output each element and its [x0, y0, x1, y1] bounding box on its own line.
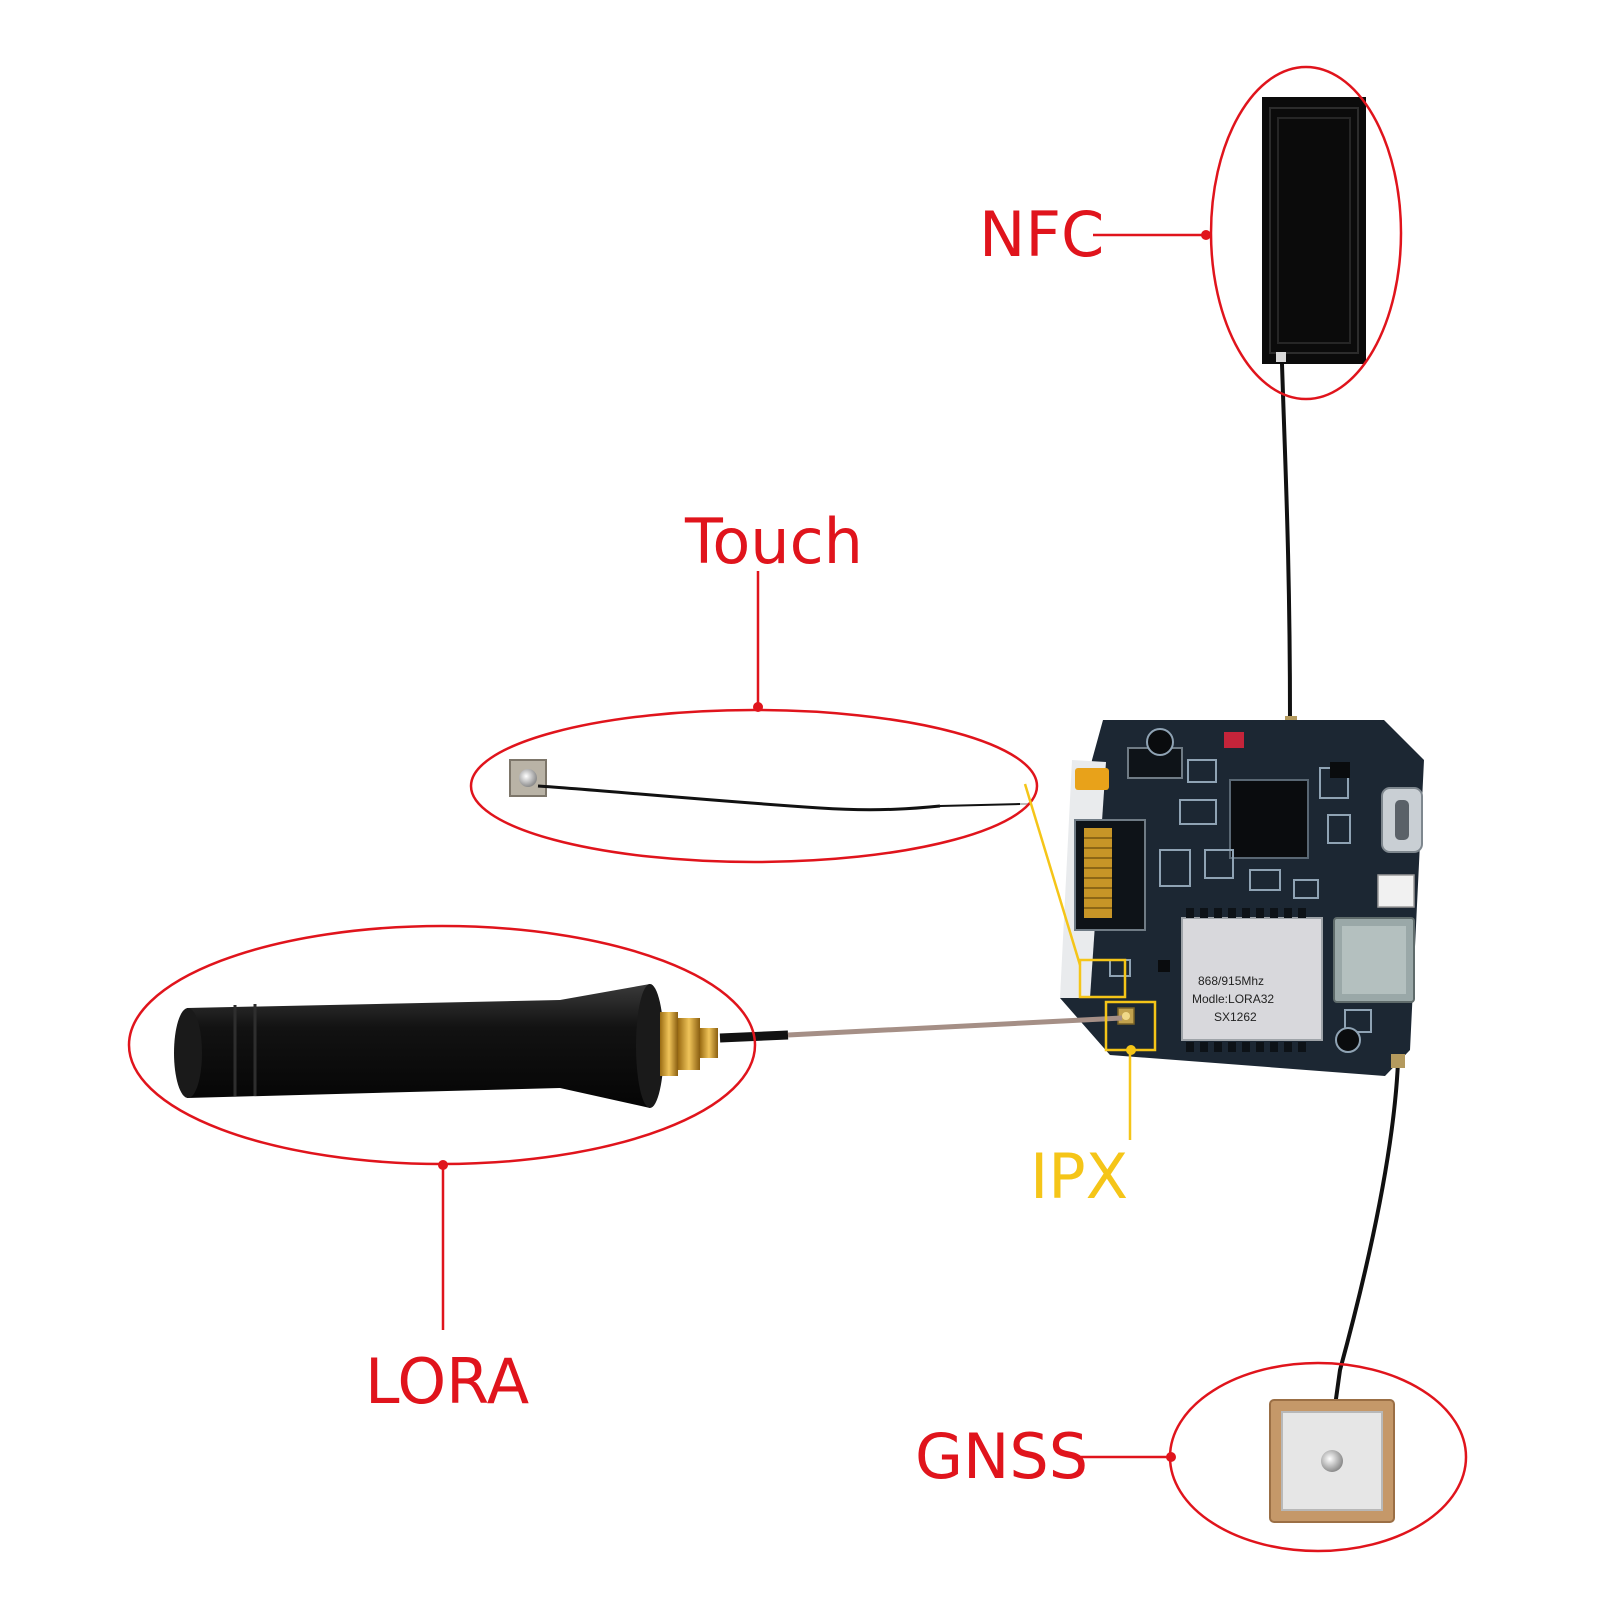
gnss-antenna	[1269, 1054, 1405, 1523]
nfc-antenna	[1262, 97, 1366, 730]
lora-leader-dot	[438, 1160, 448, 1170]
gnss-leader-dot	[1166, 1452, 1176, 1462]
nfc-leader-dot	[1201, 230, 1211, 240]
ipx-leader-dot	[1126, 1045, 1136, 1055]
pcb-board: 868/915Mhz Modle:LORA32 SX1262	[1060, 720, 1424, 1076]
touch-leader-dot	[753, 702, 763, 712]
gnss-label: GNSS	[915, 1420, 1088, 1493]
nfc-label: NFC	[979, 198, 1104, 271]
lora-label: LORA	[365, 1345, 529, 1418]
touch-label: Touch	[684, 505, 863, 578]
module-text-frequency: 868/915Mhz	[1198, 974, 1264, 988]
touch-antenna	[509, 759, 1032, 812]
module-text-model: Modle:LORA32	[1192, 992, 1274, 1006]
lora-antenna	[174, 984, 1123, 1108]
nfc-callout-ellipse	[1209, 65, 1403, 401]
ipx-label: IPX	[1030, 1140, 1128, 1213]
module-text-chip: SX1262	[1214, 1010, 1257, 1024]
